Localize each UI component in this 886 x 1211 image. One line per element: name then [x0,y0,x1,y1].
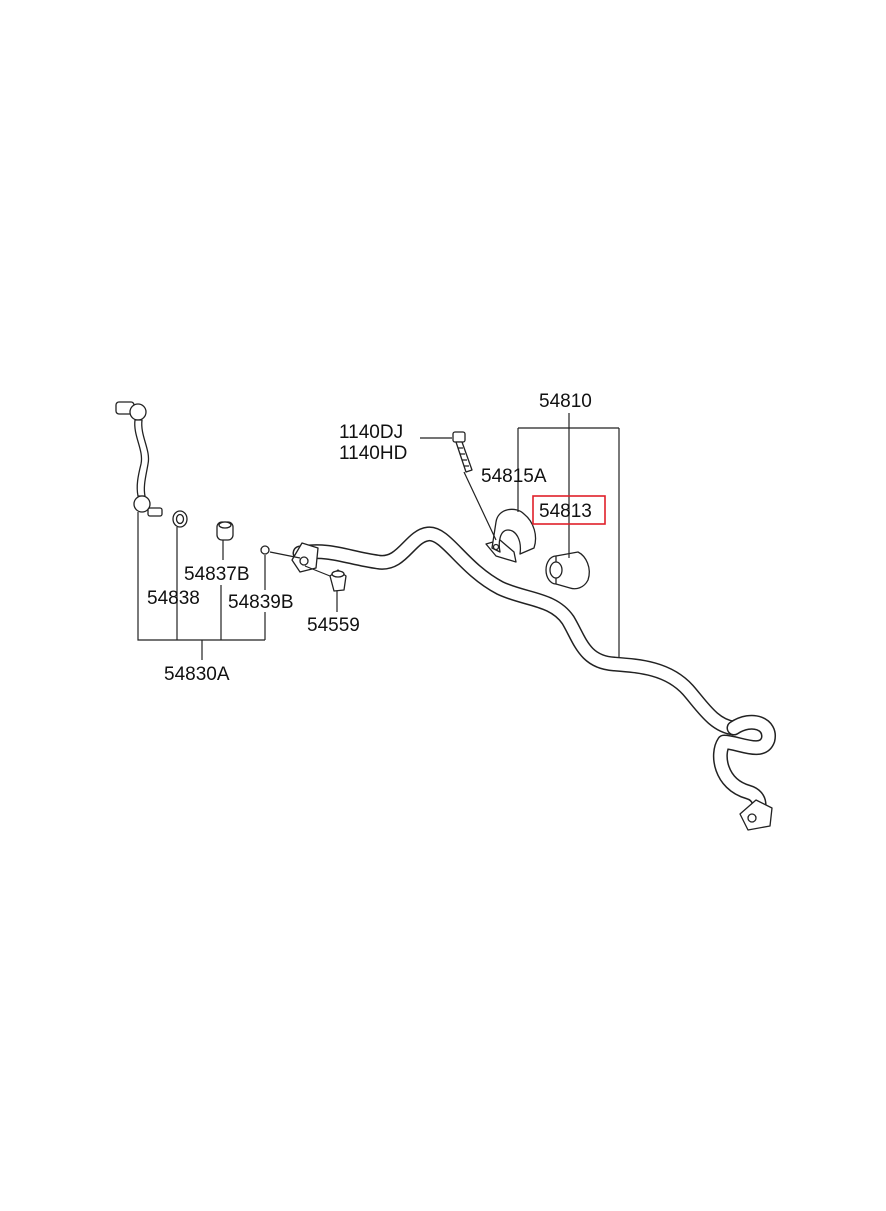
label-54813[interactable]: 54813 [539,501,592,522]
stabilizer-bar [291,526,776,831]
leader-lines [137,413,620,660]
label-1140HD[interactable]: 1140HD [339,443,407,464]
label-54559[interactable]: 54559 [307,615,360,636]
label-54839B[interactable]: 54839B [228,592,294,613]
label-1140DJ[interactable]: 1140DJ [339,422,403,443]
bracket-54815A [485,508,537,563]
stabilizer-link [115,401,163,517]
label-54837B[interactable]: 54837B [184,564,250,585]
bushing-54813 [545,551,590,590]
bushing-54559 [329,569,347,592]
washer-54839B [260,545,270,555]
label-54815A[interactable]: 54815A [481,466,547,487]
label-54838[interactable]: 54838 [147,588,200,609]
label-54810[interactable]: 54810 [539,391,592,412]
highlight-box [532,495,606,525]
label-54830A[interactable]: 54830A [164,664,230,685]
bushing-54837B [216,521,234,541]
bolt-1140DJ [452,431,473,473]
